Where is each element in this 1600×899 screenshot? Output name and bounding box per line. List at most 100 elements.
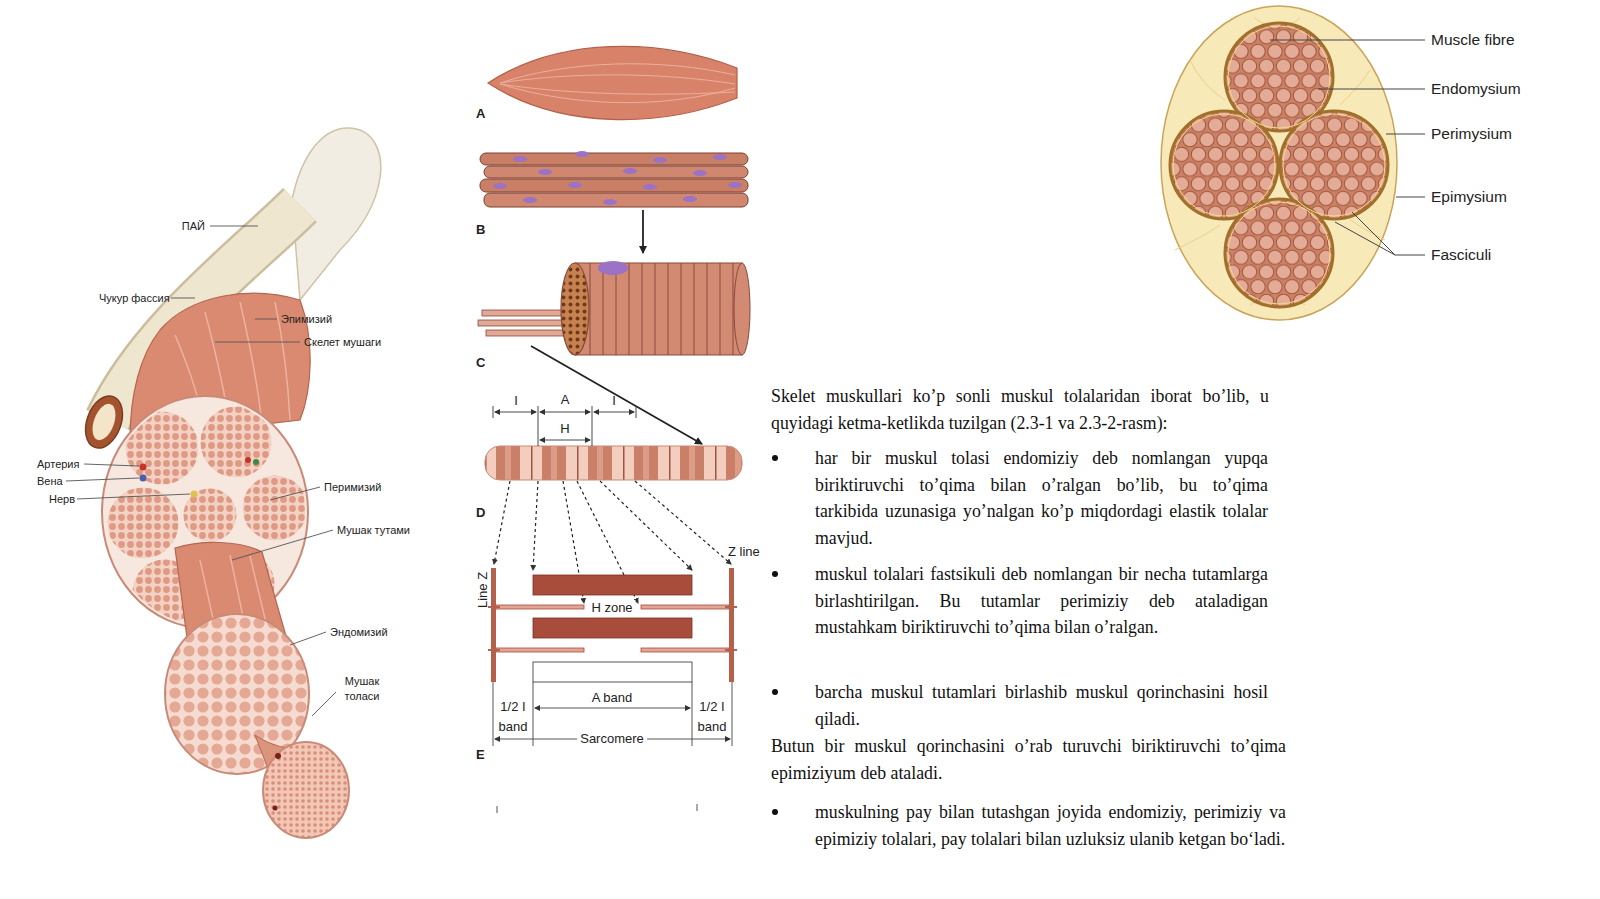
band-label: I [514,393,518,409]
muscle-illustration [273,806,278,811]
bullet-dot [772,689,778,695]
leader-line [1318,89,1425,90]
leader-line [210,226,258,227]
part-label: Артерия [37,457,79,471]
muscle-illustration [79,128,381,838]
band-label: I [612,393,616,409]
dimension-line [538,406,539,446]
cross-section [1228,26,1330,128]
cross-section [1173,114,1275,216]
part-label: Эндомизий [330,625,388,639]
bullet-text: muskulning pay bilan tutashgan joyida en… [815,799,1286,852]
bullet-dot [772,809,778,815]
fibre-bundle [484,166,748,178]
panel-letter: A [476,106,485,122]
muscle-fibre [478,320,570,326]
fibre-bundle [523,197,537,203]
muscle-fibre [733,263,734,355]
muscle-illustration [140,475,147,482]
sarcomere-diagram [533,618,692,638]
part-label: Muscle fibre [1431,30,1515,49]
fibre-bundle [603,199,617,205]
part-label: Чукур фассия [99,291,170,305]
leader-line [270,487,320,500]
muscle-illustration [182,487,238,543]
cross-section [1340,70,1370,105]
fibre-bundle [643,184,657,190]
muscle-spindle [488,46,737,119]
sarcomere-diagram [641,648,729,652]
part-label: Мушак тутами [337,523,410,537]
sarcomere-diagram [725,649,737,651]
dimension-line [535,708,690,709]
leader-line [171,298,195,299]
muscle-illustration [124,410,200,486]
dimension-line [497,806,498,813]
muscle-fibre [642,263,643,355]
panel-letter: E [476,747,485,763]
dimension-line [493,406,494,418]
muscle-fibre [720,263,721,355]
part-label: ПАЙ [182,219,205,233]
muscle-illustration [88,401,120,444]
leader-line [1335,222,1395,255]
fibre-bundle [683,196,697,202]
muscle-fibre [598,261,628,275]
sarcomere-diagram [729,568,734,682]
cross-section [1161,6,1397,320]
muscle-fibre [707,263,708,355]
band-label: Line Z [475,572,491,608]
cross-section [1345,215,1385,240]
muscle-illustration [140,464,147,471]
leader-line [1352,212,1425,255]
band-label: 1/2 I band [692,697,732,737]
bullet-text: muskul tolalari fastsikuli deb nomlangan… [815,561,1268,641]
fibre-bundle [480,151,748,207]
muscle-fibre [694,263,695,355]
dashed-projection [600,481,692,570]
part-label: Нерв [49,492,75,506]
sarcomere-diagram [491,568,496,682]
cross-section [1228,202,1330,304]
part-label: Fasciculi [1431,245,1491,264]
fibre-bundle [693,170,707,176]
dimension-line [493,682,494,746]
fibre-bundle [480,153,748,165]
band-label: H [560,421,569,437]
body-paragraph: Butun bir muskul qorinchasini o’rab turu… [771,733,1286,786]
muscle-illustration [245,457,251,463]
muscle-spindle [500,64,735,103]
myofibril [485,446,742,480]
muscle-fibre [629,263,630,355]
dimension-line [692,682,693,746]
muscle-fibre [668,263,669,355]
muscle-fibre [603,263,604,355]
dashed-projection [635,481,731,564]
fibre-bundle [575,151,589,157]
band-label: Z line [728,544,760,560]
dimension-line [540,412,590,413]
muscle-illustration [263,742,349,838]
muscle-illustration [275,753,281,759]
dimension-line [495,412,536,413]
part-label: Скелет мушаги [304,335,381,349]
sarcomere-diagram [496,648,584,652]
sarcomere-diagram [725,606,737,608]
myofibril [485,446,742,480]
dimension-line [533,682,534,746]
sarcomere-diagram [488,649,500,651]
part-label: Мушак толаси [339,674,385,704]
bullet-text: barcha muskul tutamlari birlashib muskul… [815,679,1268,732]
fibre-bundle [484,193,748,207]
band-label: A [561,392,570,408]
cross-section [1173,26,1385,304]
part-label: Endomysium [1431,79,1521,98]
bullet-dot [772,455,778,815]
part-label: Epimysium [1431,187,1507,206]
dimension-line [594,412,634,413]
fibre-bundle [713,154,727,160]
arrow [642,210,644,253]
part-label: Эпимизий [281,312,332,326]
leader-line [77,494,190,499]
